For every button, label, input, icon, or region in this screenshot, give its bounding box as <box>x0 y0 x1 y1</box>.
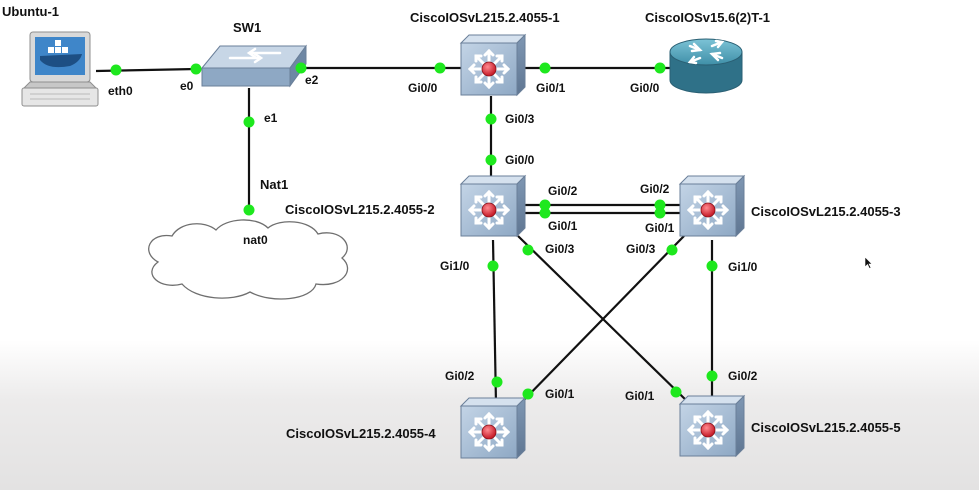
port-label-sw1-e1: e1 <box>264 111 278 125</box>
port-label-l2-3-gi01: Gi0/1 <box>645 221 675 235</box>
port-label-sw1-e0: e0 <box>180 79 194 93</box>
port-dot-l2-2-gi10 <box>487 260 499 272</box>
port-dot-l2-1-gi00 <box>434 62 446 74</box>
nat1-inner-label: nat0 <box>243 233 268 247</box>
multilayer-switch-icon <box>459 396 527 460</box>
port-label-l2-2-gi02: Gi0/2 <box>548 184 578 198</box>
port-label-l2-2-gi10: Gi1/0 <box>440 259 470 273</box>
port-dot-nat1 <box>243 204 255 216</box>
port-label-l2-3-gi02: Gi0/2 <box>640 182 670 196</box>
sw1-label: SW1 <box>233 20 261 35</box>
port-label-router-gi00: Gi0/0 <box>630 81 660 95</box>
l2-5-label: CiscoIOSvL215.2.4055-5 <box>751 420 901 435</box>
l2-3-label: CiscoIOSvL215.2.4055-3 <box>751 204 901 219</box>
port-dot-l2-3-gi01 <box>654 207 666 219</box>
node-router[interactable]: CiscoIOSv15.6(2)T-1 <box>645 10 770 94</box>
mouse-pointer-icon <box>864 257 872 269</box>
port-dot-sw1-e0 <box>190 63 202 75</box>
router-label: CiscoIOSv15.6(2)T-1 <box>645 10 770 25</box>
port-dot-router-gi00 <box>654 62 666 74</box>
port-dot-sw1-e2 <box>295 62 307 74</box>
router-icon <box>669 38 743 94</box>
port-label-l2-2-gi01: Gi0/1 <box>548 219 578 233</box>
port-dot-l2-3-gi03 <box>666 244 678 256</box>
ubuntu-label: Ubuntu-1 <box>2 4 59 19</box>
port-dot-l2-4-gi02 <box>491 376 503 388</box>
port-dot-l2-4-gi01 <box>522 388 534 400</box>
port-label-l2-1-gi00: Gi0/0 <box>408 81 438 95</box>
port-label-l2-3-gi10: Gi1/0 <box>728 260 758 274</box>
l2-4-label: CiscoIOSvL215.2.4055-4 <box>286 426 436 441</box>
docker-host-icon <box>21 31 99 107</box>
port-dot-l2-2-gi03 <box>522 244 534 256</box>
port-dot-l2-2-gi02 <box>539 199 551 211</box>
port-label-l2-4-gi01: Gi0/1 <box>545 387 575 401</box>
port-label-l2-2-gi00: Gi0/0 <box>505 153 535 167</box>
node-l2-5[interactable]: CiscoIOSvL215.2.4055-5 <box>678 394 901 458</box>
node-l2-4[interactable]: CiscoIOSvL215.2.4055-4 <box>286 396 527 460</box>
l2-2-label: CiscoIOSvL215.2.4055-2 <box>285 202 435 217</box>
node-l2-2[interactable]: CiscoIOSvL215.2.4055-2 <box>285 174 527 238</box>
node-ubuntu[interactable]: Ubuntu-1 <box>2 4 99 107</box>
link-l2-3-l2-4[interactable] <box>519 235 685 405</box>
port-dot-l2-1-gi03 <box>485 113 497 125</box>
port-dot-l2-3-gi10 <box>706 260 718 272</box>
node-l2-1[interactable]: CiscoIOSvL215.2.4055-1 <box>410 10 560 97</box>
port-dot-l2-2-gi00 <box>485 154 497 166</box>
port-label-l2-5-gi01: Gi0/1 <box>625 389 655 403</box>
port-label-l2-5-gi02: Gi0/2 <box>728 369 758 383</box>
port-label-sw1-e2: e2 <box>305 73 319 87</box>
multilayer-switch-icon <box>678 174 746 238</box>
ethernet-switch-icon <box>200 44 307 88</box>
port-label-l2-2-gi03: Gi0/3 <box>545 242 575 256</box>
port-label-l2-4-gi02: Gi0/2 <box>445 369 475 383</box>
port-label-ubuntu-eth0: eth0 <box>108 84 133 98</box>
port-label-l2-3-gi03: Gi0/3 <box>626 242 656 256</box>
node-nat1[interactable]: Nat1 nat0 <box>148 177 349 300</box>
nat1-label: Nat1 <box>260 177 288 192</box>
node-sw1[interactable]: SW1 <box>200 20 307 88</box>
port-dot-l2-5-gi01 <box>670 386 682 398</box>
multilayer-switch-icon <box>459 33 527 97</box>
multilayer-switch-icon <box>459 174 527 238</box>
link-l2-2-l2-5[interactable] <box>517 235 691 405</box>
port-dot-l2-3-gi02 <box>654 199 666 211</box>
port-dot-sw1-e1 <box>243 116 255 128</box>
port-labels: eth0 e0 e2 e1 Gi0/0 Gi0/1 Gi0/0 Gi0/3 Gi… <box>108 73 758 403</box>
port-label-l2-1-gi03: Gi0/3 <box>505 112 535 126</box>
l2-1-label: CiscoIOSvL215.2.4055-1 <box>410 10 560 25</box>
port-dot-l2-1-gi01 <box>539 62 551 74</box>
port-dot-l2-2-gi01 <box>539 207 551 219</box>
port-dot-ubuntu-eth0 <box>110 64 122 76</box>
port-label-l2-1-gi01: Gi0/1 <box>536 81 566 95</box>
multilayer-switch-icon <box>678 394 746 458</box>
node-l2-3[interactable]: CiscoIOSvL215.2.4055-3 <box>678 174 901 238</box>
port-dots <box>110 62 718 400</box>
nat-cloud-icon <box>148 219 349 300</box>
port-dot-l2-5-gi02 <box>706 370 718 382</box>
